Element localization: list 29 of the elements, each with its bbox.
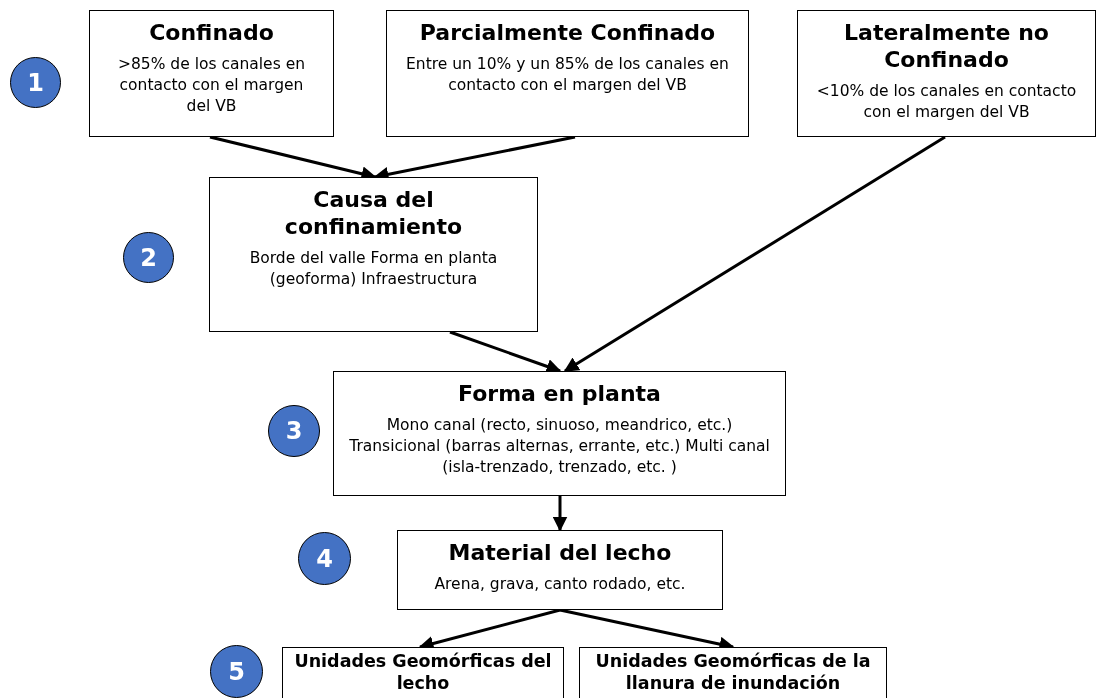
- process-box: [579, 647, 887, 698]
- arrow: [563, 135, 946, 373]
- process-box: [333, 371, 786, 496]
- box-title: Forma en planta: [458, 380, 661, 407]
- step-number-circle: 1: [10, 57, 61, 108]
- box-description: Entre un 10% y un 85% de los canales en contacto con el margen del VB: [405, 54, 730, 96]
- box-title: Unidades Geomórficas del lecho: [293, 650, 553, 694]
- step-number-circle: 4: [298, 532, 351, 585]
- step-number-circle: 2: [123, 232, 174, 283]
- box-description: <10% de los canales en contacto con el margen del VB: [815, 81, 1078, 123]
- process-box: [797, 10, 1096, 137]
- box-title: Causa del confinamiento: [283, 186, 464, 240]
- box-description: Borde del valle Forma en planta (geoforma) Infraestructura: [248, 248, 499, 290]
- box-title: Lateralmente no Confinado: [843, 19, 1050, 73]
- box-title: Material del lecho: [448, 539, 672, 566]
- process-box: [89, 10, 334, 137]
- box-description: Arena, grava, canto rodado, etc.: [434, 574, 686, 595]
- step-number-circle: 3: [268, 405, 320, 457]
- box-description: >85% de los canales en contacto con el margen del VB: [117, 54, 306, 117]
- box-title: Confinado: [149, 19, 274, 46]
- process-box: [209, 177, 538, 332]
- box-title: Parcialmente Confinado: [419, 19, 716, 46]
- arrow: [552, 496, 568, 532]
- box-description: Mono canal (recto, sinuoso, meandrico, etc.) Transicional (barras alternas, errante, etc.) Multi canal (isla-trenzado, trenzado, etc. ): [348, 415, 771, 478]
- box-title: Unidades Geomórficas de la llanura de inundación: [594, 650, 872, 694]
- process-box: [386, 10, 749, 137]
- step-number-circle: 5: [210, 645, 263, 698]
- process-box: [397, 530, 723, 610]
- process-box: [282, 647, 564, 698]
